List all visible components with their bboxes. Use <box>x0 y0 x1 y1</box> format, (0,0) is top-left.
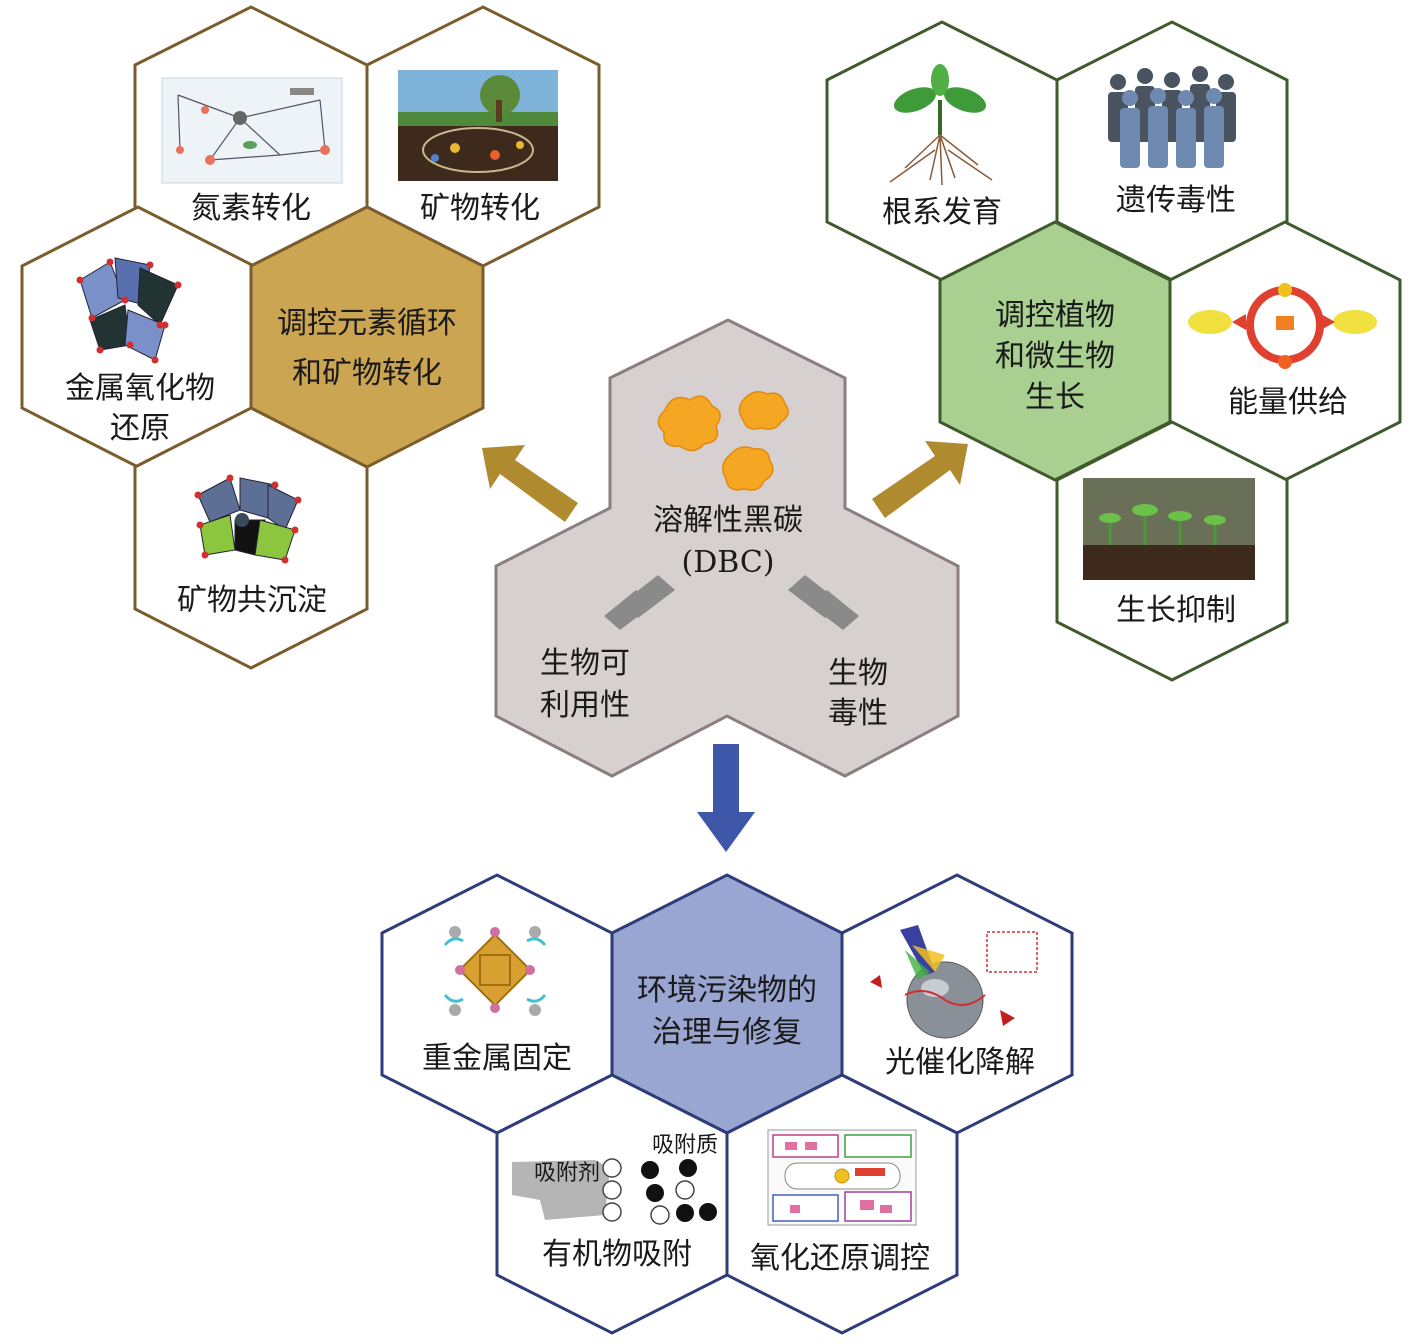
dbc-particles-illustration <box>657 391 789 491</box>
label-core-right-line2: 和微生物 <box>995 339 1115 374</box>
label-adsorbent: 吸附剂 <box>534 1161 600 1186</box>
label-core-bottom-line1: 环境污染物的 <box>637 973 817 1008</box>
heavy-metal-framework-illustration <box>443 926 547 1016</box>
metal-oxide-polyhedra-illustration <box>76 257 182 364</box>
chevron-left-icon <box>604 575 675 630</box>
left-cluster: 氮素转化 矿物转化 金属氧化物 还原 调控元素循环 和矿物转化 矿物共沉淀 <box>20 5 601 670</box>
coprecipitation-illustration <box>194 474 302 564</box>
label-bioavailability-line1: 生物可 <box>540 646 630 681</box>
label-energy-supply: 能量供给 <box>1228 385 1348 420</box>
label-redox-regulation: 氧化还原调控 <box>750 1241 930 1276</box>
label-coprecipitation: 矿物共沉淀 <box>177 583 327 618</box>
label-core-left-line1: 调控元素循环 <box>277 306 457 341</box>
label-genetic-toxicity: 遗传毒性 <box>1116 183 1236 218</box>
center-abbr: (DBC) <box>681 545 774 580</box>
seedlings-photo-illustration <box>1083 478 1255 580</box>
label-biotoxicity-line2: 毒性 <box>828 696 888 731</box>
label-adsorbate: 吸附质 <box>652 1133 718 1158</box>
energy-cycle-illustration <box>1188 283 1377 369</box>
arrow-to-left-cluster <box>482 445 578 522</box>
people-silhouettes-illustration <box>1108 66 1236 168</box>
redox-panel-illustration <box>767 1129 917 1226</box>
label-growth-inhibition: 生长抑制 <box>1116 593 1236 628</box>
label-heavy-metal-fixation: 重金属固定 <box>422 1041 572 1076</box>
bottom-cluster: 吸附剂 吸附质 重金属固定 环境污染物的 治理与修复 光催化降解 有机物吸附 氧… <box>380 873 1074 1335</box>
label-core-left-line2: 和矿物转化 <box>292 356 442 391</box>
arrow-to-right-cluster <box>872 441 968 518</box>
center-tri-hex-shape <box>494 318 960 778</box>
label-core-bottom-line2: 治理与修复 <box>652 1015 802 1050</box>
label-mineral-transform: 矿物转化 <box>420 191 540 226</box>
label-metal-oxide-line1: 金属氧化物 <box>65 371 215 406</box>
label-metal-oxide-line2: 还原 <box>110 411 170 446</box>
photocatalysis-illustration <box>870 925 1038 1039</box>
sprout-roots-illustration <box>889 64 993 186</box>
label-root-development: 根系发育 <box>882 195 1002 230</box>
soil-mineral-illustration <box>398 70 558 181</box>
right-cluster: 根系发育 遗传毒性 调控植物 和微生物 生长 能量供给 生长抑制 <box>825 20 1402 682</box>
label-core-right-line1: 调控植物 <box>995 298 1115 333</box>
nitrogen-cycle-illustration <box>161 77 343 184</box>
chevron-right-icon <box>788 575 859 630</box>
label-bioavailability-line2: 利用性 <box>540 688 630 723</box>
label-core-right-line3: 生长 <box>1025 380 1085 415</box>
organic-adsorption-illustration: 吸附剂 吸附质 <box>512 1133 718 1225</box>
label-photocatalytic-degradation: 光催化降解 <box>885 1045 1035 1080</box>
arrow-to-bottom-cluster <box>697 744 755 852</box>
label-biotoxicity-line1: 生物 <box>828 656 888 691</box>
center-title: 溶解性黑碳 <box>653 503 803 538</box>
label-nitrogen-transform: 氮素转化 <box>191 191 311 226</box>
center-dbc: 溶解性黑碳 (DBC) 生物可 利用性 生物 毒性 <box>494 318 960 778</box>
label-organic-adsorption: 有机物吸附 <box>542 1237 692 1272</box>
